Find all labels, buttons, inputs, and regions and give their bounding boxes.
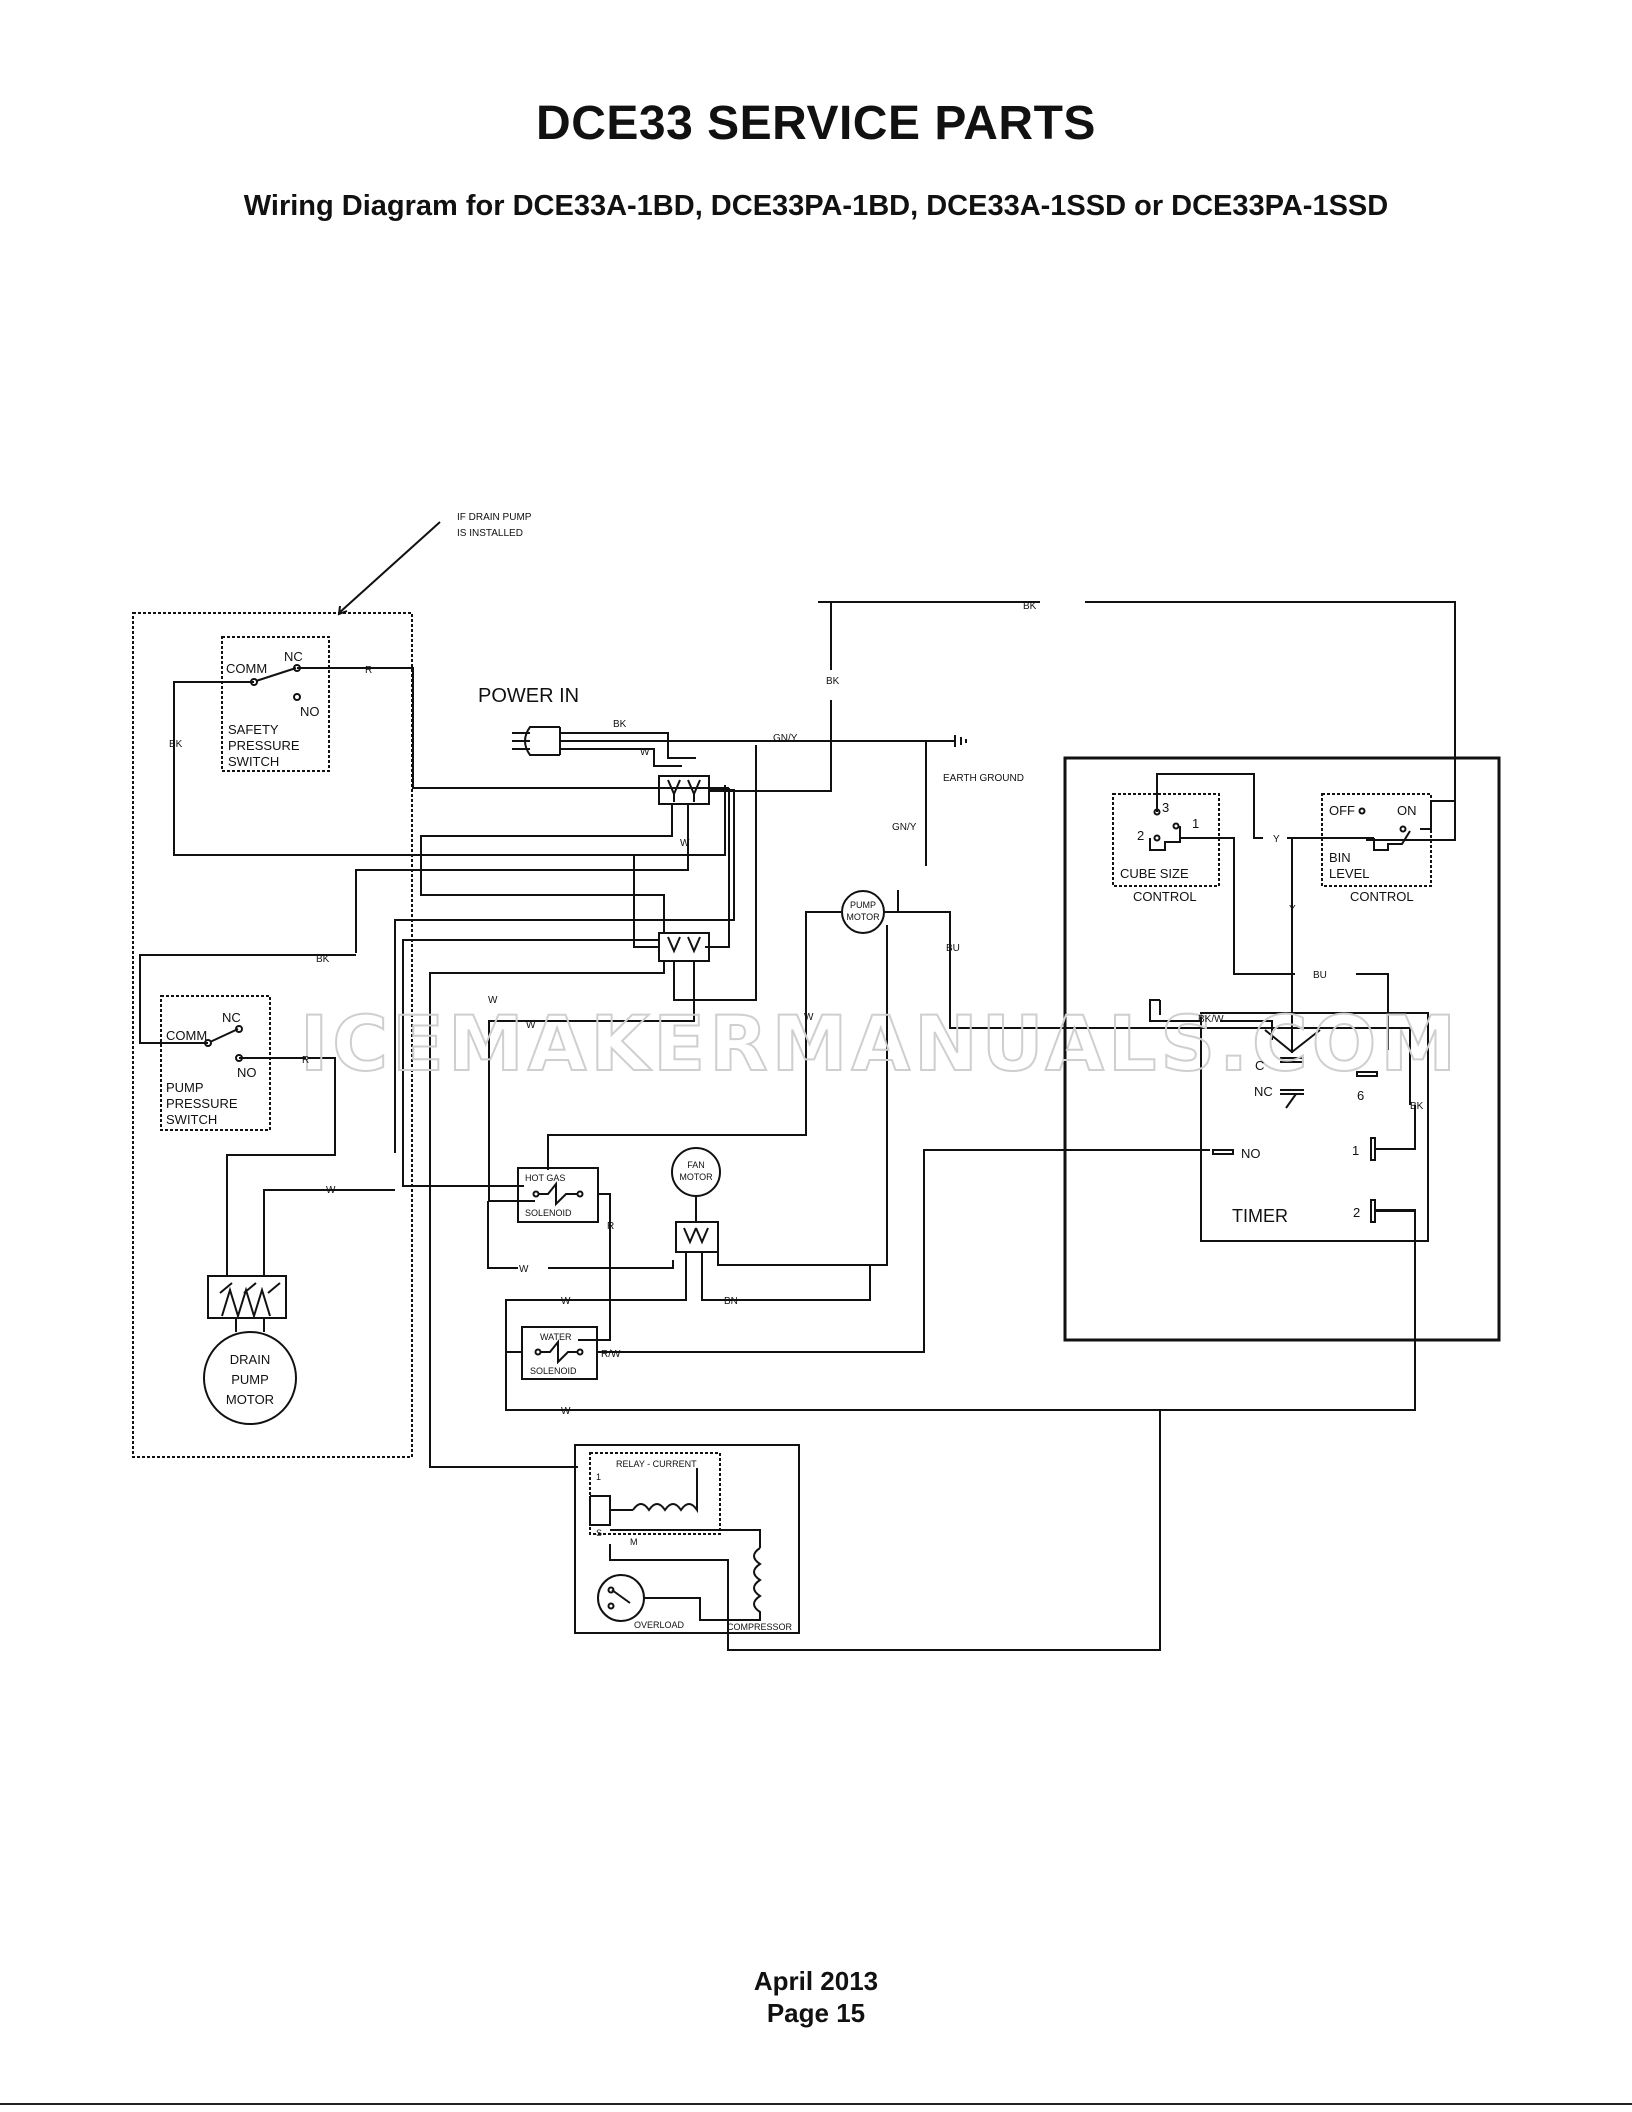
bin-level-label-1: BIN: [1329, 850, 1351, 865]
pump-switch-no: NO: [237, 1065, 257, 1080]
drain-pump-heater-block: [207, 1275, 287, 1319]
pump-switch-nc: NC: [222, 1010, 241, 1025]
bottom-rule: [0, 2103, 1632, 2105]
timer-terminal-1: 1: [1352, 1143, 1359, 1158]
relay-terminal-m: M: [630, 1537, 638, 1547]
relay-terminal-1: 1: [596, 1472, 601, 1482]
timer-no: NO: [1241, 1146, 1261, 1161]
bin-level-on: ON: [1397, 803, 1417, 818]
wire-label-w-left1: W: [488, 995, 498, 1006]
pump-switch-label-2: PRESSURE: [166, 1096, 238, 1111]
control-box: [1063, 756, 1501, 1342]
wire-label-bk-pump: BK: [316, 954, 330, 965]
bin-level-label-3: CONTROL: [1350, 889, 1414, 904]
drain-pump-label-2: PUMP: [231, 1372, 269, 1387]
wire-label-w-left2: W: [526, 1020, 536, 1031]
relay-current: [589, 1452, 721, 1535]
cube-size-label-1: CUBE SIZE: [1120, 866, 1189, 881]
wire-label-bk-power: BK: [613, 719, 627, 730]
pump-pressure-switch: [160, 995, 271, 1131]
bin-level-control: [1321, 793, 1432, 887]
pump-motor-label-1: PUMP: [850, 900, 876, 910]
safety-pressure-switch: [221, 636, 330, 772]
wire-label-bk-top: BK: [1023, 601, 1037, 612]
note-line2: IS INSTALLED: [457, 528, 523, 539]
safety-switch-label-3: SWITCH: [228, 754, 279, 769]
wire-label-bu-timer: BU: [1313, 970, 1327, 981]
wire-label-y-vertical: Y: [1289, 904, 1296, 915]
fan-motor-label-2: MOTOR: [679, 1172, 713, 1182]
timer-terminal-6: 6: [1357, 1088, 1364, 1103]
timer-nc: NC: [1254, 1084, 1273, 1099]
wire-label-y-horizontal: Y: [1273, 834, 1280, 845]
note-line1: IF DRAIN PUMP: [457, 512, 532, 523]
wire-label-bk-vertical: BK: [826, 676, 840, 687]
wire-label-w-pumpmotor: W: [804, 1012, 814, 1023]
wire-label-bk-timer: BK: [1410, 1101, 1424, 1112]
drain-pump-label-3: MOTOR: [226, 1392, 274, 1407]
relay-terminal-s: S: [596, 1528, 602, 1538]
bin-level-off: OFF: [1329, 803, 1355, 818]
overload-label: OVERLOAD: [634, 1620, 685, 1630]
hot-gas-label-2: SOLENOID: [525, 1208, 572, 1218]
timer-c: C: [1255, 1058, 1264, 1073]
wire-label-w-mid: W: [680, 838, 690, 849]
drain-pump-motor: [203, 1331, 297, 1425]
wire-label-gny-power: GN/Y: [773, 733, 798, 744]
wire-label-r-pump: R: [302, 1055, 309, 1066]
earth-ground-label: EARTH GROUND: [943, 773, 1024, 784]
pump-switch-label-3: SWITCH: [166, 1112, 217, 1127]
timer: [1200, 1012, 1429, 1242]
relay-label: RELAY - CURRENT: [616, 1459, 697, 1469]
cube-size-terminal-2: 2: [1137, 828, 1144, 843]
drain-pump-label-1: DRAIN: [230, 1352, 270, 1367]
page-title: DCE33 SERVICE PARTS: [536, 97, 1096, 150]
drain-pump-enclosure: [132, 612, 413, 1458]
wire-label-gny-pump: GN/Y: [892, 822, 917, 833]
water-sol-label-1: WATER: [540, 1332, 572, 1342]
footer-page-number: Page 15: [766, 1998, 866, 2028]
wire-label-w-hotgas: W: [519, 1264, 529, 1275]
cube-size-control: [1112, 793, 1220, 887]
timer-label: TIMER: [1232, 1206, 1288, 1226]
hot-gas-label-1: HOT GAS: [525, 1173, 565, 1183]
pump-switch-label-1: PUMP: [166, 1080, 204, 1095]
wire-label-w-drain: W: [326, 1185, 336, 1196]
wire-label-bu-pumpmotor: BU: [946, 943, 960, 954]
safety-switch-label-1: SAFETY: [228, 722, 279, 737]
watermark: ICEMAKERMANUALS.COM: [300, 999, 1460, 1088]
wire-label-bn: BN: [724, 1296, 738, 1307]
safety-switch-no: NO: [300, 704, 320, 719]
pump-switch-comm: COMM: [166, 1028, 207, 1043]
cube-size-terminal-3: 3: [1162, 800, 1169, 815]
fan-terminal-block: [675, 1221, 719, 1253]
terminal-block-lower: [658, 932, 710, 962]
safety-switch-label-2: PRESSURE: [228, 738, 300, 753]
wire-label-w-water: W: [561, 1296, 571, 1307]
terminal-block-upper: [658, 775, 710, 805]
wire-label-w-power: W: [640, 747, 650, 758]
wire-label-bkw: BK/W: [1198, 1014, 1224, 1025]
water-sol-label-2: SOLENOID: [530, 1366, 577, 1376]
overload: [597, 1574, 645, 1622]
timer-terminal-2: 2: [1353, 1205, 1360, 1220]
relay-compressor-enclosure: [574, 1444, 800, 1634]
fan-motor-label-1: FAN: [687, 1160, 705, 1170]
wire-label-r-safety: R: [365, 665, 372, 676]
diagram-subtitle: Wiring Diagram for DCE33A-1BD, DCE33PA-1…: [243, 190, 1389, 222]
pump-motor-label-2: MOTOR: [846, 912, 880, 922]
footer-date: April 2013: [753, 1966, 879, 1996]
power-in-label: POWER IN: [478, 685, 579, 707]
wire-label-bk-safety: BK: [169, 739, 183, 750]
wire-label-w-bottom: W: [561, 1406, 571, 1417]
cube-size-label-2: CONTROL: [1133, 889, 1197, 904]
wire-label-rw: R/W: [601, 1349, 621, 1360]
safety-switch-comm: COMM: [226, 661, 267, 676]
safety-switch-nc: NC: [284, 649, 303, 664]
wire-label-r-hotgas: R: [607, 1221, 614, 1232]
bin-level-label-2: LEVEL: [1329, 866, 1369, 881]
compressor-label: COMPRESSOR: [727, 1622, 793, 1632]
cube-size-terminal-1: 1: [1192, 816, 1199, 831]
